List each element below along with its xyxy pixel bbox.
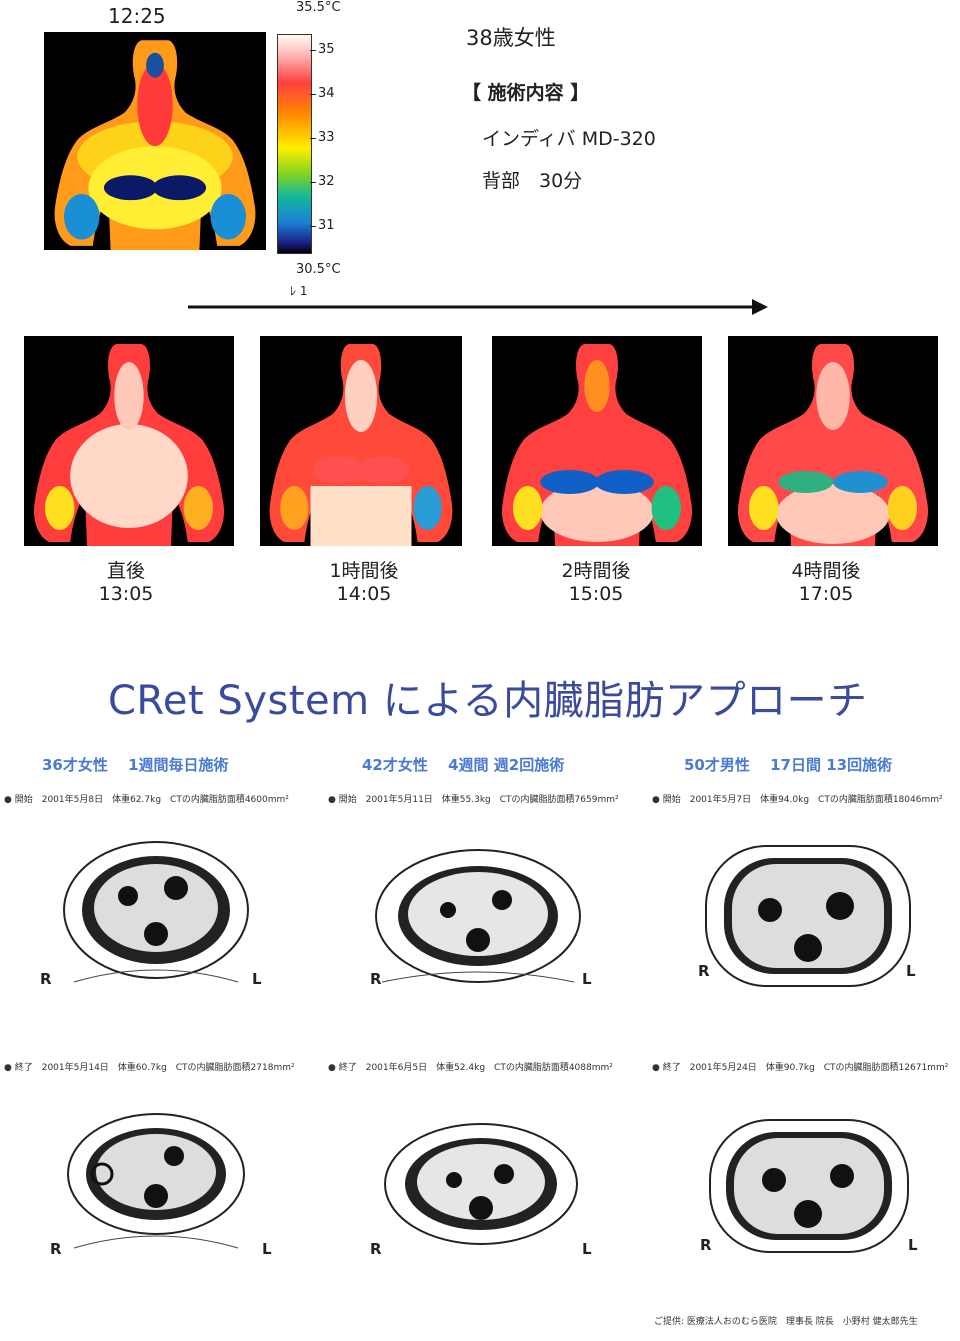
sequence-caption-1: 1時間後 14:05 [304, 560, 424, 606]
scale-min-label: 30.5°C [296, 262, 341, 277]
sequence-label: 2時間後 [561, 560, 631, 582]
thermogram-after-1 [260, 336, 462, 546]
left-marker: L [906, 962, 916, 980]
case-title-2: 50才男性 17日間 13回施術 [684, 756, 893, 774]
sequence-time: 14:05 [336, 583, 392, 605]
ct-scan-after-1 [376, 1112, 586, 1252]
device-label: インディバ MD-320 [482, 128, 656, 150]
sequence-label: 4時間後 [791, 560, 861, 582]
case-meta-before-2: ● 開始 2001年5月7日 体重94.0kg CTの内臓脂肪面積18046mm… [652, 795, 943, 805]
case-meta-before-1: ● 開始 2001年5月11日 体重55.3kg CTの内臓脂肪面積7659mm… [328, 795, 619, 805]
timeline-arrow [188, 299, 768, 315]
right-marker: R [40, 970, 52, 988]
thermogram-after-2 [492, 336, 702, 546]
sequence-caption-3: 4時間後 17:05 [766, 560, 886, 606]
sequence-time: 17:05 [798, 583, 854, 605]
ct-scan-before-0 [56, 822, 256, 992]
scale-max-label: 35.5°C [296, 0, 341, 15]
scale-tick: 35 [310, 42, 335, 57]
sequence-time: 13:05 [98, 583, 154, 605]
ct-scan-after-0 [56, 1094, 256, 1254]
case-meta-after-2: ● 終了 2001年5月24日 体重90.7kg CTの内臓脂肪面積12671m… [652, 1063, 949, 1073]
left-marker: L [252, 970, 262, 988]
sequence-time: 15:05 [568, 583, 624, 605]
thermogram-after-0 [24, 336, 234, 546]
right-marker: R [50, 1240, 62, 1258]
right-marker: R [698, 962, 710, 980]
treatment-header: 【 施術内容 】 [462, 82, 590, 104]
ct-scan-after-2 [704, 1110, 914, 1260]
sequence-label: 直後 [106, 560, 145, 582]
scale-tick: 31 [310, 218, 335, 233]
right-marker: R [370, 1240, 382, 1258]
case-meta-after-0: ● 終了 2001年5月14日 体重60.7kg CTの内臓脂肪面積2718mm… [4, 1063, 295, 1073]
area-time-label: 背部 30分 [482, 170, 583, 192]
left-marker: L [262, 1240, 272, 1258]
case-title-0: 36才女性 1週間毎日施術 [42, 756, 229, 774]
ct-scan-before-1 [368, 836, 588, 986]
case-title-1: 42才女性 4週間 週2回施術 [362, 756, 565, 774]
scale-sub-label: ﾚ 1 [290, 284, 308, 298]
left-marker: L [908, 1236, 918, 1254]
case-meta-after-1: ● 終了 2001年6月5日 体重52.4kg CTの内臓脂肪面積4088mm² [328, 1063, 613, 1073]
scale-tick: 33 [310, 130, 335, 145]
patient-label: 38歳女性 [466, 26, 556, 50]
ct-scan-before-2 [700, 836, 916, 996]
scale-tick: 32 [310, 174, 335, 189]
credit-footer: ご提供: 医療法人おのむら医院 理事長 院長 小野村 健太郎先生 [654, 1317, 918, 1327]
sequence-label: 1時間後 [329, 560, 399, 582]
left-marker: L [582, 970, 592, 988]
section-heading: CRet System による内臓脂肪アプローチ [108, 678, 868, 724]
scale-tick: 34 [310, 86, 335, 101]
thermogram-before [44, 32, 266, 250]
case-meta-before-0: ● 開始 2001年5月8日 体重62.7kg CTの内臓脂肪面積4600mm² [4, 795, 289, 805]
left-marker: L [582, 1240, 592, 1258]
thermogram-time: 12:25 [108, 4, 166, 28]
sequence-caption-0: 直後 13:05 [66, 560, 186, 606]
thermogram-after-3 [728, 336, 938, 546]
right-marker: R [700, 1236, 712, 1254]
temperature-scale [277, 34, 312, 254]
sequence-caption-2: 2時間後 15:05 [536, 560, 656, 606]
right-marker: R [370, 970, 382, 988]
